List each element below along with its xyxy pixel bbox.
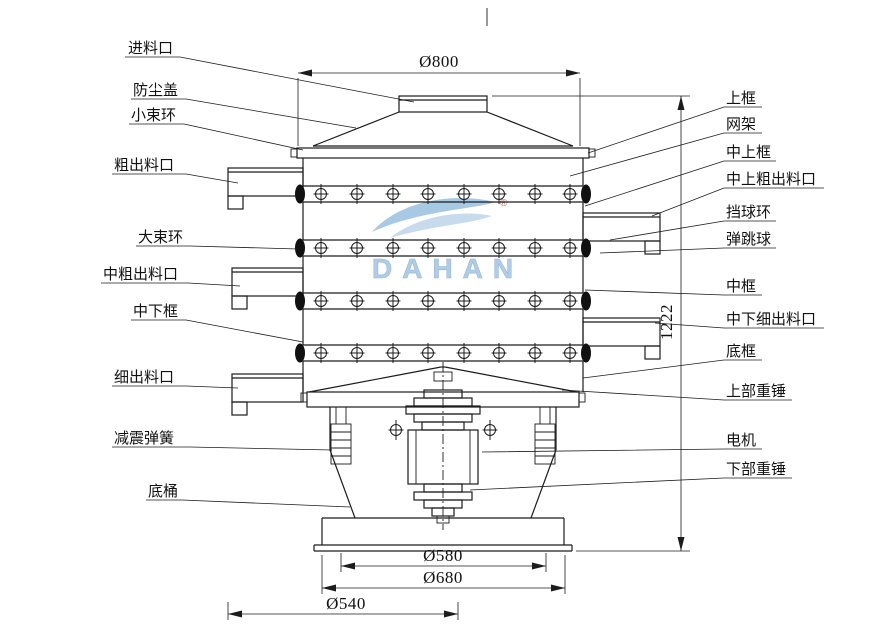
- label-middle-frame: 中框: [726, 278, 756, 295]
- watermark-swoosh2-icon: [390, 213, 492, 238]
- label-mid-upper-frame: 中上框: [726, 144, 771, 161]
- label-large-clamp-ring: 大束环: [138, 229, 183, 246]
- label-mid-lower-frame: 中下框: [133, 303, 178, 320]
- label-base-barrel: 底桶: [148, 483, 178, 500]
- damping-spring-right: [534, 407, 556, 465]
- coarse-outlet-spout: [227, 167, 304, 210]
- watermark-logo: DAHAN ®: [372, 197, 523, 284]
- label-upper-frame: 上框: [726, 90, 756, 107]
- part-labels-left: 进料口 防尘盖 小束环 粗出料口 大束环 中粗出料口 中下框 细出料口 减震弹簧…: [103, 40, 183, 500]
- part-labels-right: 上框 网架 中上框 中上粗出料口 挡球环 弹跳球 中框 中下细出料口 底框 上部…: [726, 90, 816, 478]
- label-bottom-frame: 底框: [726, 343, 756, 360]
- label-motor: 电机: [726, 432, 756, 449]
- dim-outer-base-diameter: Ø680: [423, 568, 463, 587]
- watermark-swoosh-icon: [372, 197, 495, 232]
- label-bouncing-ball: 弹跳球: [726, 231, 771, 248]
- mid-coarse-outlet-spout: [231, 267, 304, 310]
- machine-outline: [227, 8, 661, 552]
- label-mid-coarse-outlet: 中粗出料口: [103, 266, 178, 283]
- label-damping-spring: 减震弹簧: [114, 430, 174, 447]
- dim-top-diameter: Ø800: [419, 52, 459, 71]
- watermark-brand: DAHAN: [372, 253, 523, 284]
- label-mid-lower-fine-outlet: 中下细出料口: [726, 311, 816, 328]
- label-small-clamp-ring: 小束环: [131, 107, 176, 124]
- label-dust-cover: 防尘盖: [133, 82, 178, 99]
- label-coarse-outlet: 粗出料口: [114, 157, 174, 174]
- label-upper-weight: 上部重锤: [726, 383, 786, 400]
- label-mesh-frame: 网架: [726, 116, 756, 133]
- registered-mark: ®: [500, 198, 508, 209]
- mid-upper-coarse-outlet-spout: [582, 212, 661, 255]
- clamp-bolts: [295, 183, 591, 441]
- mid-lower-fine-outlet-spout: [582, 317, 661, 360]
- label-lower-weight: 下部重锤: [726, 461, 786, 478]
- dimension-lines: [227, 69, 690, 620]
- fine-outlet-spout: [231, 373, 304, 416]
- dimension-labels: Ø800 1222 Ø580 Ø680 Ø540: [326, 52, 676, 613]
- damping-spring-left: [330, 407, 352, 465]
- label-fine-outlet: 细出料口: [114, 369, 174, 386]
- label-feed-inlet: 进料口: [128, 40, 173, 57]
- base-barrel-outline: [313, 407, 573, 552]
- label-ball-stop-ring: 挡球环: [726, 204, 771, 221]
- label-mid-upper-coarse-outlet: 中上粗出料口: [726, 171, 816, 188]
- leader-lines: [101, 56, 824, 508]
- dim-inner-base-diameter: Ø580: [423, 546, 463, 565]
- dim-total-height: 1222: [657, 304, 676, 340]
- dim-bottom-diameter: Ø540: [326, 594, 366, 613]
